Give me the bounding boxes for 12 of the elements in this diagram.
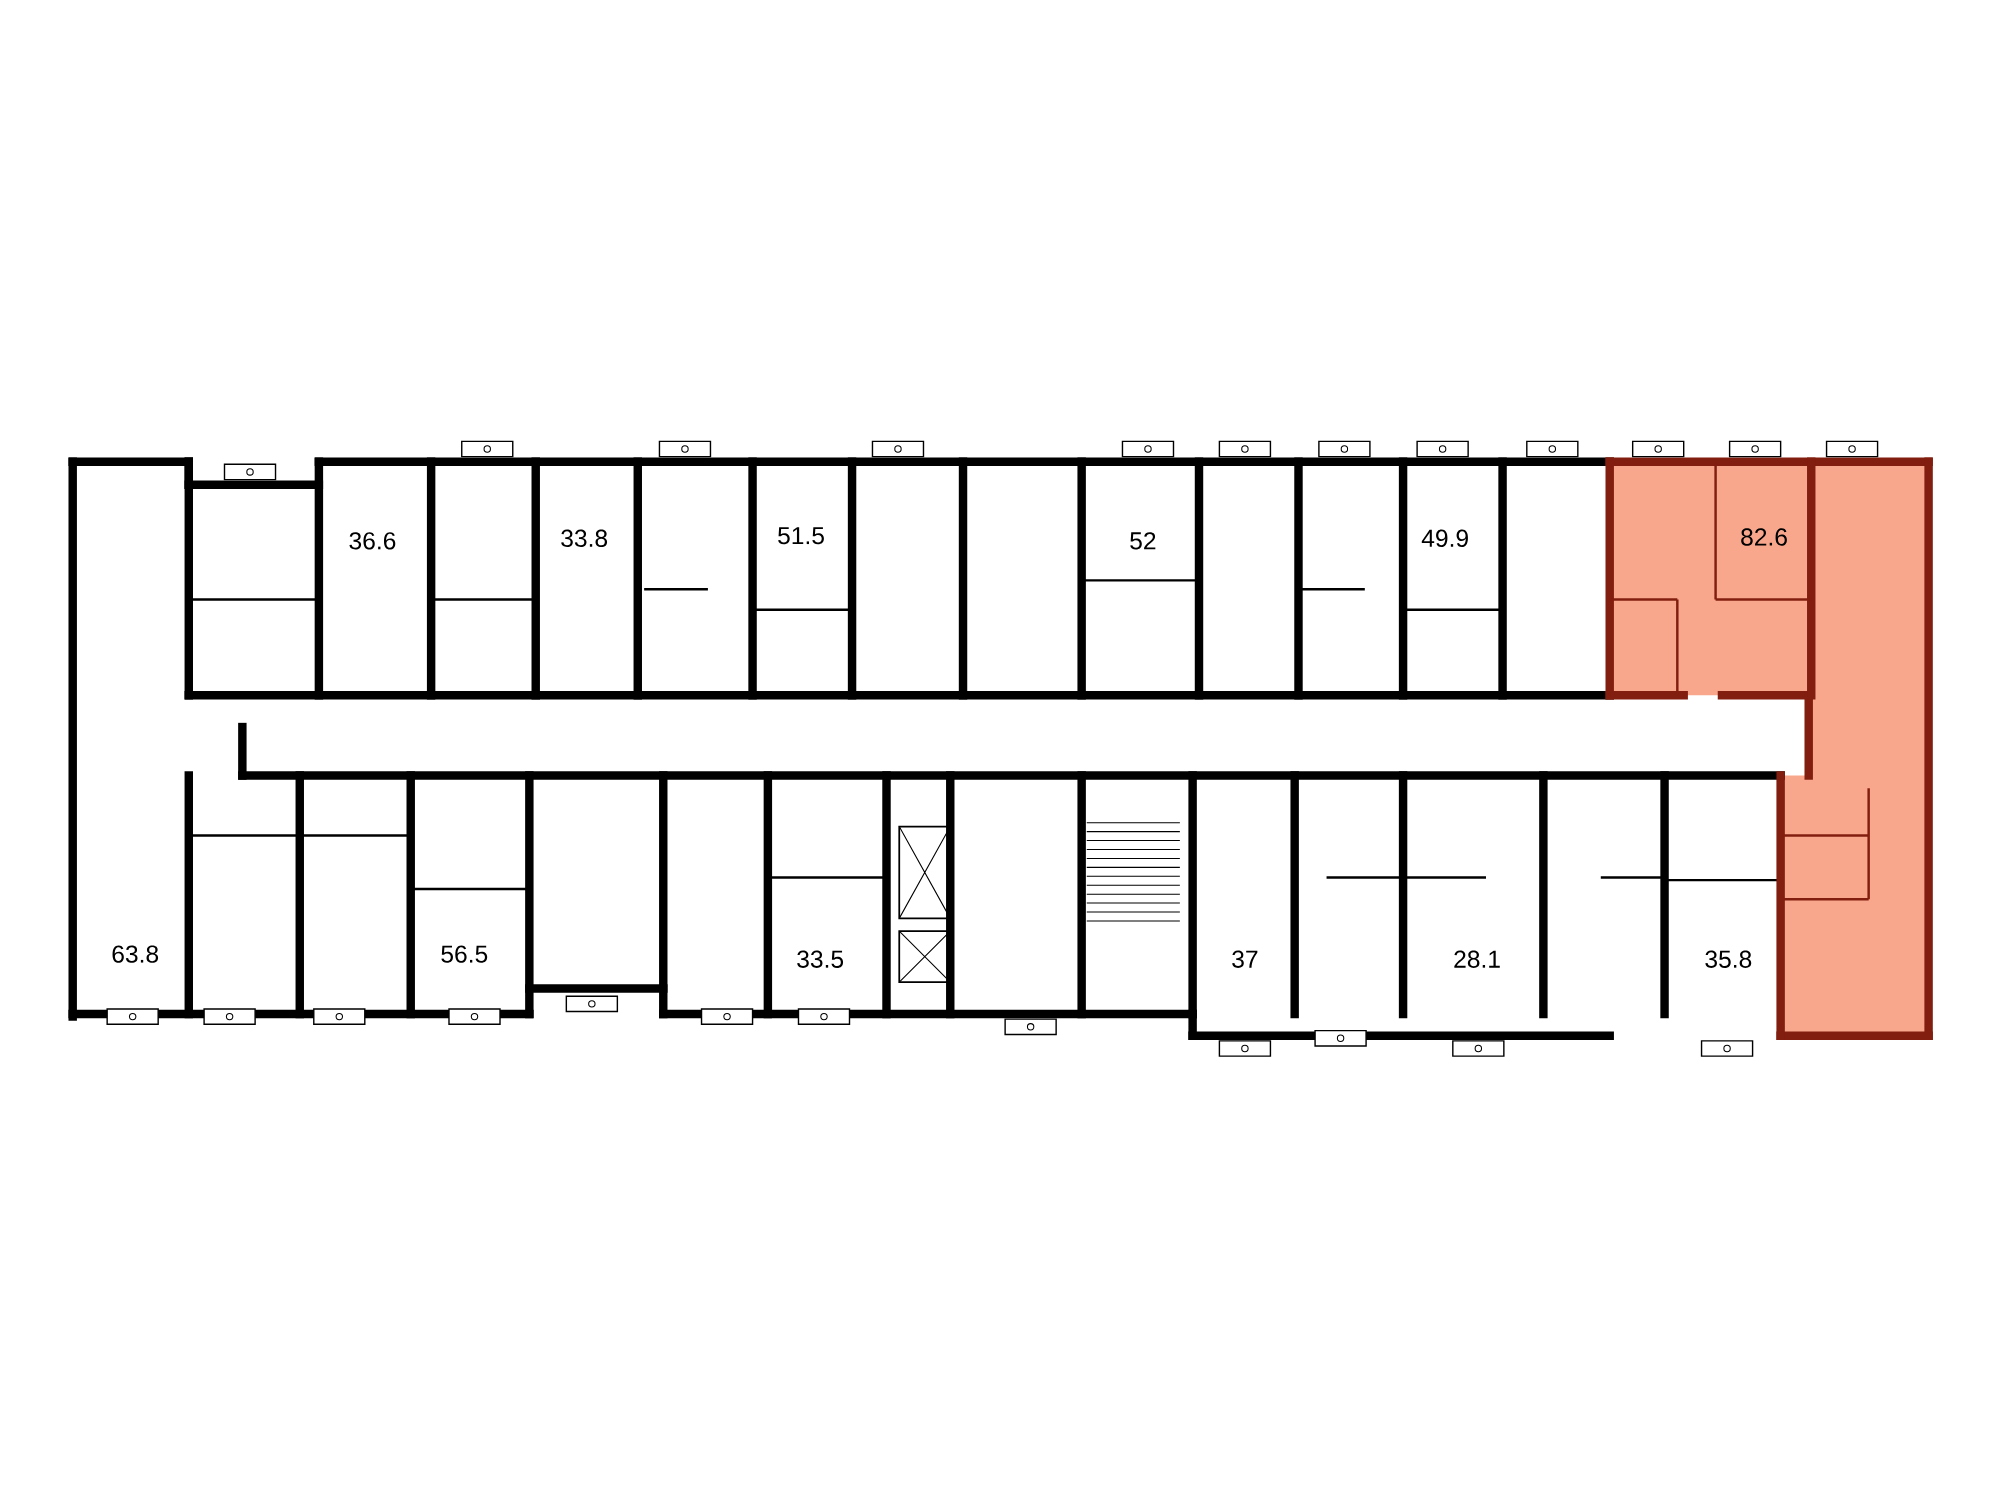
area-label: 33.8	[561, 529, 608, 547]
area-label: 63.8	[112, 945, 159, 963]
area-label: 82.6	[1741, 528, 1787, 546]
area-label: 56.5	[441, 945, 488, 963]
area-label: 28.1	[1454, 950, 1500, 968]
area-label: 33.5	[797, 950, 844, 968]
area-label: 52	[1130, 532, 1156, 550]
area-label: 36.6	[349, 532, 396, 550]
area-label: 49.9	[1421, 529, 1468, 547]
area-label: 51.5	[778, 527, 824, 545]
area-label: 37	[1232, 950, 1258, 968]
area-label: 35.8	[1705, 950, 1752, 968]
